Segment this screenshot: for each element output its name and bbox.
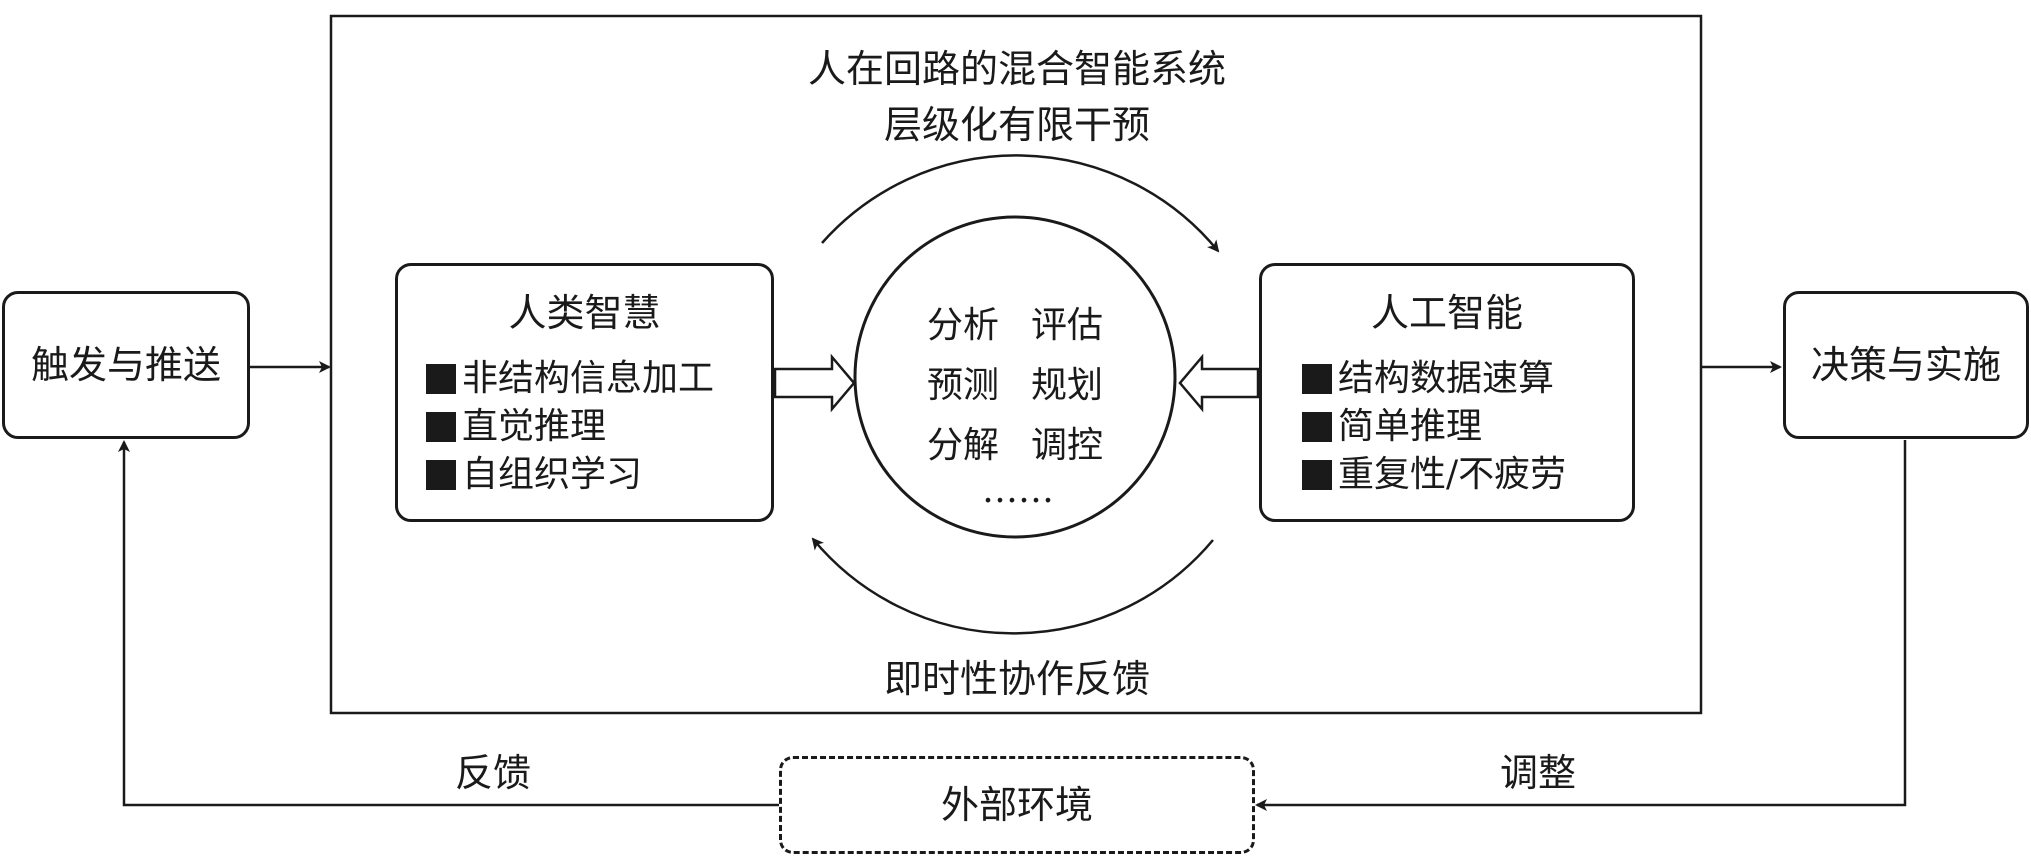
human-item-label: 直觉推理 (462, 406, 607, 447)
bullet-square-icon (426, 364, 456, 394)
system-bottom-label: 即时性协作反馈 (883, 657, 1151, 701)
human-item-label: 自组织学习 (462, 454, 643, 495)
human-wisdom-title: 人类智慧 (508, 291, 661, 335)
arrow-adjust (1255, 440, 1907, 811)
human-item: 非结构信息加工 (426, 355, 771, 403)
bullet-square-icon (1302, 460, 1332, 490)
core-term: 分析 (926, 305, 999, 346)
feedback-label: 反馈 (455, 751, 532, 795)
decision-box: 决策与实施 (1783, 291, 2029, 439)
human-item: 直觉推理 (426, 403, 771, 451)
ai-box: 人工智能 结构数据速算 简单推理 重复性/不疲劳 (1259, 263, 1635, 522)
ai-title: 人工智能 (1370, 291, 1523, 335)
trigger-label: 触发与推送 (30, 343, 221, 387)
ai-item-label: 结构数据速算 (1338, 358, 1555, 399)
core-term: 规划 (1031, 365, 1104, 406)
bullet-square-icon (426, 412, 456, 442)
ai-item: 简单推理 (1302, 403, 1632, 451)
decision-label: 决策与实施 (1810, 343, 2001, 387)
bullet-square-icon (1302, 412, 1332, 442)
arrow-feedback (118, 440, 779, 807)
human-item-label: 非结构信息加工 (462, 358, 715, 399)
human-item: 自组织学习 (426, 451, 771, 499)
environment-box: 外部环境 (779, 756, 1255, 854)
hollow-arrow-human-to-core (773, 353, 856, 413)
hollow-arrow-ai-to-core (1178, 353, 1260, 413)
bullet-square-icon (426, 460, 456, 490)
arrow-bottom-arc (811, 537, 1214, 635)
core-term: 预测 (926, 365, 999, 406)
ai-item-label: 重复性/不疲劳 (1338, 454, 1567, 495)
core-term: 调控 (1031, 425, 1104, 466)
core-row: 分解调控 (927, 416, 1103, 468)
core-term: 分解 (926, 425, 999, 466)
core-row: 预测规划 (927, 356, 1103, 408)
core-term: 评估 (1031, 305, 1104, 346)
human-wisdom-box: 人类智慧 非结构信息加工 直觉推理 自组织学习 (395, 263, 774, 522)
core-circle (853, 215, 1177, 539)
system-title: 人在回路的混合智能系统 (807, 47, 1227, 91)
ai-item: 结构数据速算 (1302, 355, 1632, 403)
system-frame (329, 14, 1703, 715)
system-subtitle: 层级化有限干预 (883, 103, 1151, 147)
bullet-square-icon (1302, 364, 1332, 394)
trigger-box: 触发与推送 (2, 291, 250, 439)
arrow-top-arc (821, 154, 1220, 253)
ai-item: 重复性/不疲劳 (1302, 451, 1632, 499)
core-row: 分析评估 (927, 296, 1103, 348)
environment-label: 外部环境 (940, 783, 1093, 827)
adjust-label: 调整 (1500, 751, 1577, 795)
core-ellipsis: …… (982, 470, 1054, 511)
ai-item-label: 简单推理 (1338, 406, 1483, 447)
